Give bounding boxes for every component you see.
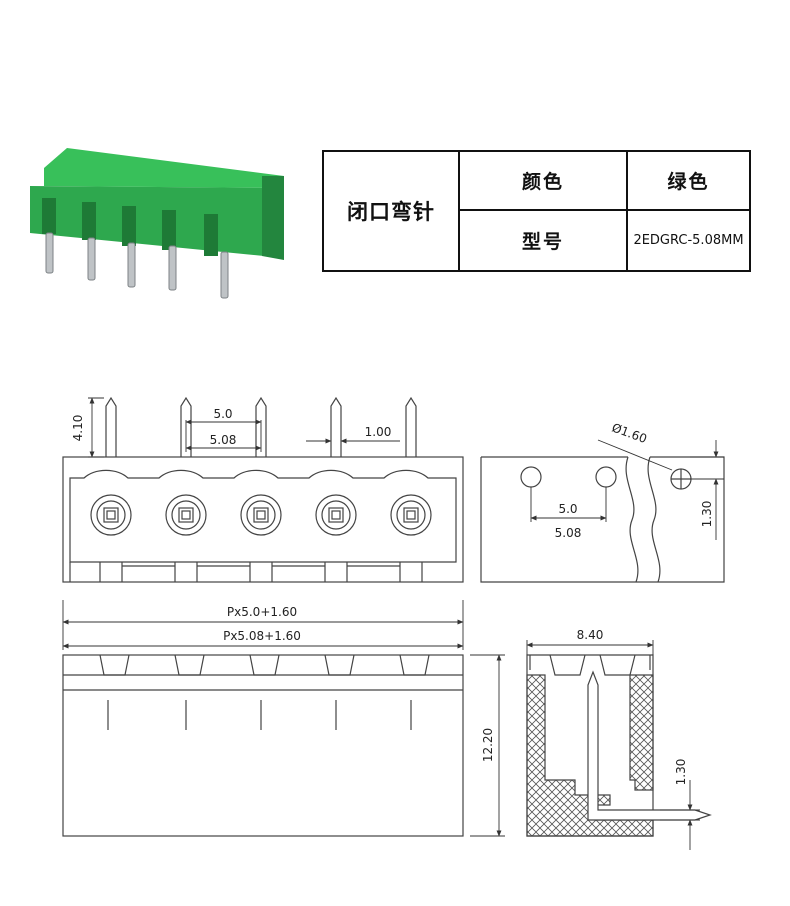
front-view [62, 396, 464, 583]
dim-total-b: Px5.08+1.60 [223, 629, 301, 643]
dim-pitch-a: 5.0 [213, 407, 232, 421]
dim-pin-height: 4.10 [71, 415, 85, 442]
spec-table: 闭口弯针 颜色 绿色 型号 2EDGRC-5.08MM [322, 150, 751, 272]
model-value: 2EDGRC-5.08MM [633, 233, 744, 248]
dim-side-offset: 1.30 [700, 501, 714, 528]
product-photo [30, 148, 284, 299]
dim-side-pitch-a: 5.0 [558, 502, 577, 516]
section-view [526, 654, 712, 837]
spec-header: 闭口弯针 [347, 200, 435, 224]
model-label: 型号 [521, 231, 564, 253]
color-label: 颜色 [521, 171, 564, 193]
dim-depth: 8.40 [577, 628, 604, 642]
dim-hole-dia: Ø1.60 [610, 420, 649, 446]
dim-total-a: Px5.0+1.60 [227, 605, 297, 619]
side-view [480, 456, 725, 583]
color-value: 绿色 [667, 171, 710, 193]
dim-pin-offset: 1.30 [674, 759, 688, 786]
dim-pin-width: 1.00 [365, 425, 392, 439]
bottom-view [62, 654, 464, 837]
dim-height: 12.20 [481, 728, 495, 762]
technical-drawing: 4.10 5.0 5.08 1.00 Ø1.60 5.0 5.08 1.30 P… [62, 396, 725, 850]
dim-side-pitch-b: 5.08 [555, 526, 582, 540]
dim-pitch-b: 5.08 [210, 433, 237, 447]
